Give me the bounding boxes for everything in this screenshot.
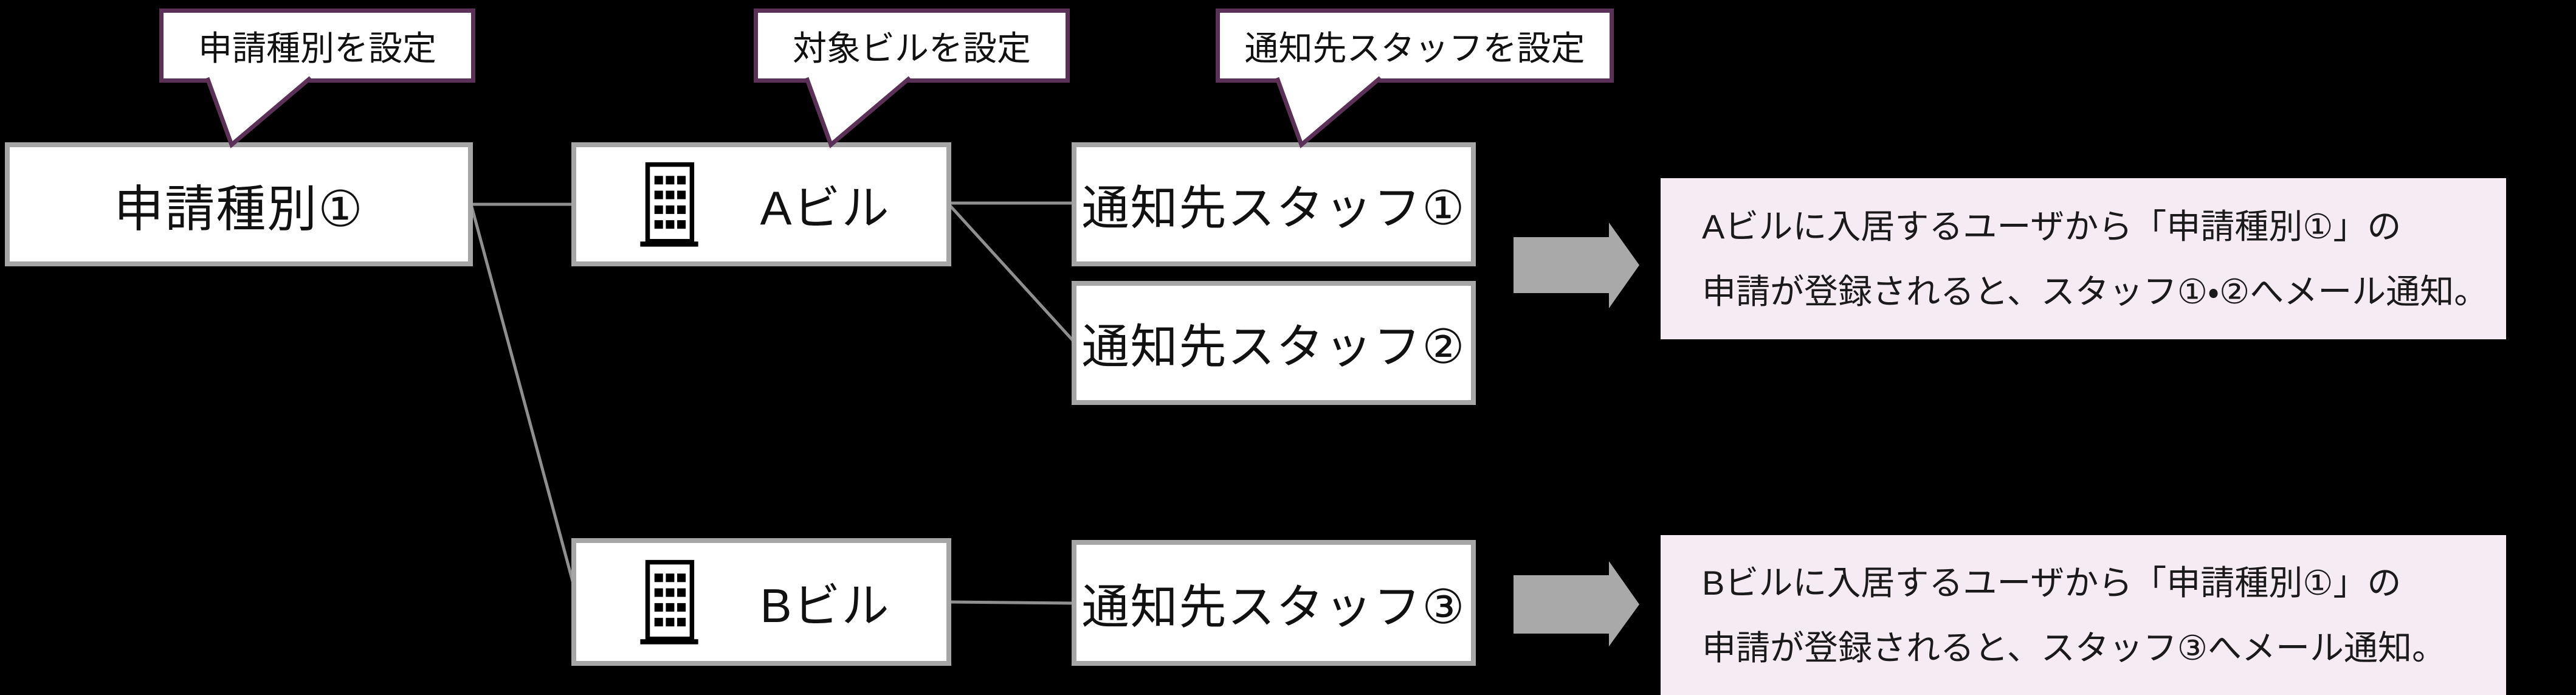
arrow-right-icon xyxy=(1514,223,1639,308)
note-line: 申請が登録されると、スタッフ①・②へメール通知。 xyxy=(1702,272,2488,311)
node-building-b: Bビル xyxy=(571,538,951,666)
note-building-b-result: Bビルに入居するユーザから「申請種別①」の 申請が登録されると、スタッフ③へメー… xyxy=(1661,535,2506,695)
node-label: 通知先スタッフ② xyxy=(1081,320,1466,373)
node-label: Bビル xyxy=(760,579,890,632)
callout-label: 申請種別を設定 xyxy=(198,29,436,67)
note-line: Bビルに入居するユーザから「申請種別①」の xyxy=(1702,563,2402,602)
node-staff-1: 通知先スタッフ① xyxy=(1072,142,1476,266)
callout-application-type: 申請種別を設定 xyxy=(159,9,475,83)
note-building-a-result: Aビルに入居するユーザから「申請種別①」の 申請が登録されると、スタッフ①・②へ… xyxy=(1661,178,2506,339)
node-staff-2: 通知先スタッフ② xyxy=(1072,281,1476,405)
callout-tail xyxy=(804,76,912,148)
building-icon xyxy=(640,162,698,247)
connector-line xyxy=(949,600,1075,605)
node-label: Aビル xyxy=(760,181,890,235)
building-icon xyxy=(640,559,698,645)
connector-line xyxy=(469,204,578,595)
note-line: 申請が登録されると、スタッフ③へメール通知。 xyxy=(1702,628,2446,667)
node-label: 通知先スタッフ① xyxy=(1081,181,1466,235)
callout-label: 対象ビルを設定 xyxy=(793,29,1031,67)
arrow-right-icon xyxy=(1514,561,1639,646)
note-line: Aビルに入居するユーザから「申請種別①」の xyxy=(1702,207,2402,246)
connector-line xyxy=(948,203,1075,343)
callout-target-building: 対象ビルを設定 xyxy=(754,9,1070,83)
callout-tail xyxy=(205,76,312,148)
node-label: 通知先スタッフ③ xyxy=(1081,579,1466,634)
node-building-a: Aビル xyxy=(571,142,951,266)
node-label: 申請種別① xyxy=(114,181,364,237)
node-staff-3: 通知先スタッフ③ xyxy=(1072,540,1476,666)
callout-label: 通知先スタッフを設定 xyxy=(1244,29,1585,67)
callout-notify-staff: 通知先スタッフを設定 xyxy=(1216,9,1614,83)
callout-tail xyxy=(1275,76,1382,148)
node-application-type: 申請種別① xyxy=(5,142,473,266)
